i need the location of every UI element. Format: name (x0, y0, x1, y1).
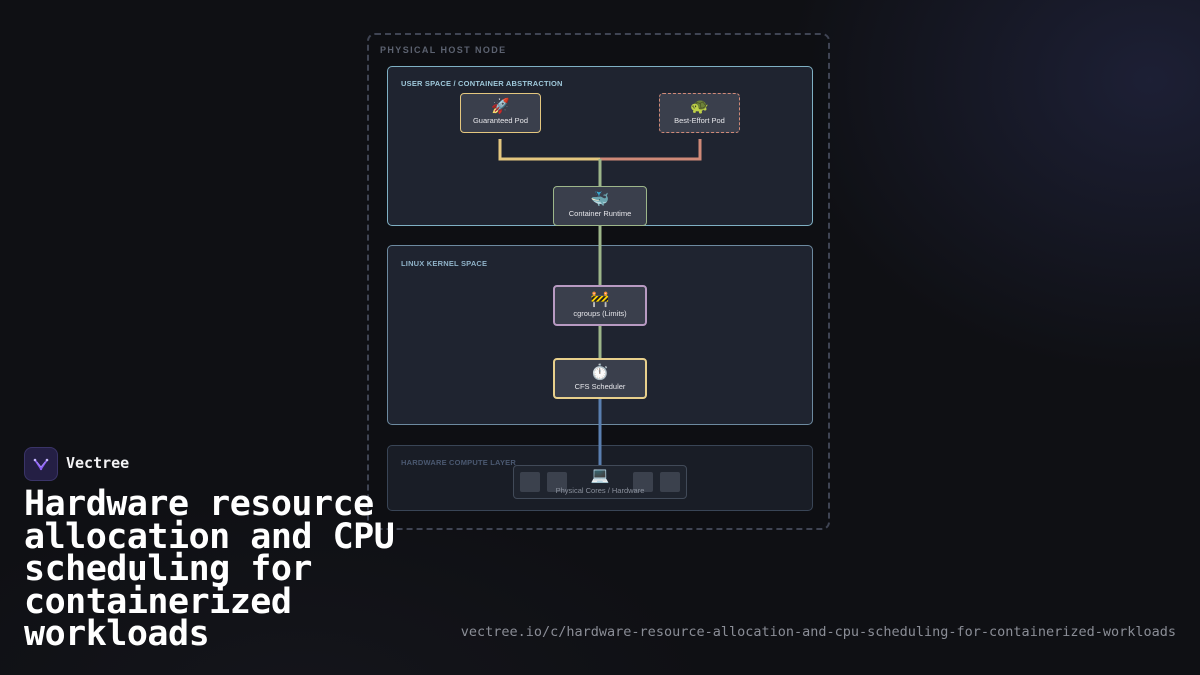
container-runtime-label: Container Runtime (568, 209, 632, 218)
best-effort-pod-node: 🐢 Best-Effort Pod (659, 93, 740, 133)
page-title: Hardware resource allocation and CPU sch… (24, 484, 395, 654)
cgroups-label: cgroups (Limits) (573, 309, 627, 318)
stopwatch-icon: ⏱️ (590, 364, 610, 381)
turtle-icon: 🐢 (690, 98, 709, 115)
whale-icon: 🐳 (590, 191, 610, 208)
cgroups-node: 🚧 cgroups (Limits) (553, 285, 647, 326)
best-effort-pod-connector (600, 139, 702, 161)
kernel-space-layer-label: LINUX KERNEL SPACE (401, 259, 488, 268)
cfs-scheduler-label: CFS Scheduler (574, 382, 626, 391)
brand-name: Vectree (66, 454, 130, 472)
container-runtime-node: 🐳 Container Runtime (553, 186, 647, 226)
rocket-icon: 🚀 (491, 98, 510, 115)
hardware-compute-layer-label: HARDWARE COMPUTE LAYER (401, 458, 516, 467)
page-url: vectree.io/c/hardware-resource-allocatio… (460, 624, 1176, 640)
guaranteed-pod-label: Guaranteed Pod (472, 116, 529, 125)
cfs-scheduler-node: ⏱️ CFS Scheduler (553, 358, 647, 399)
user-space-layer-label: USER SPACE / CONTAINER ABSTRACTION (401, 79, 563, 88)
cpu-core-block (660, 472, 680, 492)
guaranteed-pod-connector (498, 139, 600, 161)
vectree-logo-icon (24, 447, 58, 481)
physical-cores-label: Physical Cores / Hardware (555, 486, 645, 495)
laptop-icon: 💻 (590, 467, 610, 484)
physical-host-node-label: PHYSICAL HOST NODE (380, 45, 507, 55)
guaranteed-pod-node: 🚀 Guaranteed Pod (460, 93, 541, 133)
cpu-core-block (547, 472, 567, 492)
cpu-core-block (633, 472, 653, 492)
best-effort-pod-label: Best-Effort Pod (674, 116, 725, 125)
cpu-core-block (520, 472, 540, 492)
barrier-icon: 🚧 (590, 291, 610, 308)
physical-cores-node: Physical Cores / Hardware 💻 (513, 465, 687, 499)
